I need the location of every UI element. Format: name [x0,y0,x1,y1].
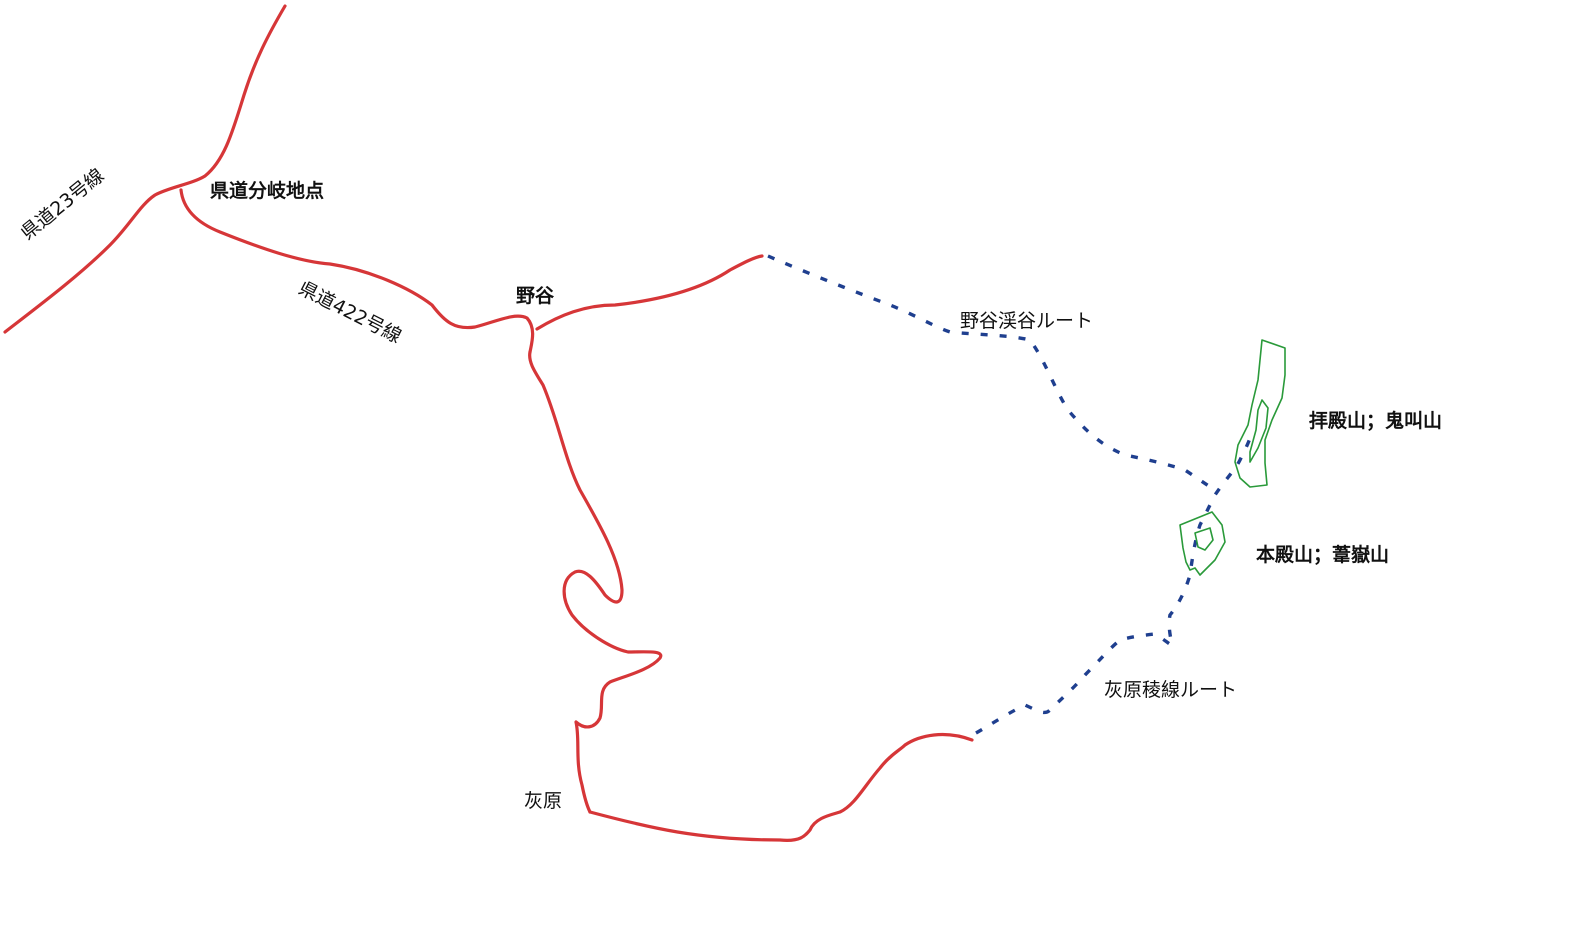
trail-noya-valley [767,254,1216,492]
label-haibara-route: 灰原稜線ルート [1104,679,1238,701]
road-noya-haibara [528,350,663,814]
road-noya-east [535,254,764,331]
label-haibara: 灰原 [524,790,563,812]
label-noya-route: 野谷渓谷ルート [960,310,1094,332]
contour-haidono-inner [1249,399,1269,463]
road-kendo422 [179,188,535,354]
road-haibara-east [588,733,974,842]
label-haidono-yama: 拝殿山；鬼叫山 [1309,410,1443,432]
label-kendo-branch: 県道分岐地点 [210,180,325,202]
label-noya: 野谷 [516,285,555,307]
contour-hondono-outer [1179,511,1226,576]
label-hondono-yama: 本殿山；葦嶽山 [1256,544,1390,566]
contour-haidono-outer [1234,339,1286,488]
road-kendo23 [3,4,287,334]
contour-hondono-inner [1194,527,1214,551]
